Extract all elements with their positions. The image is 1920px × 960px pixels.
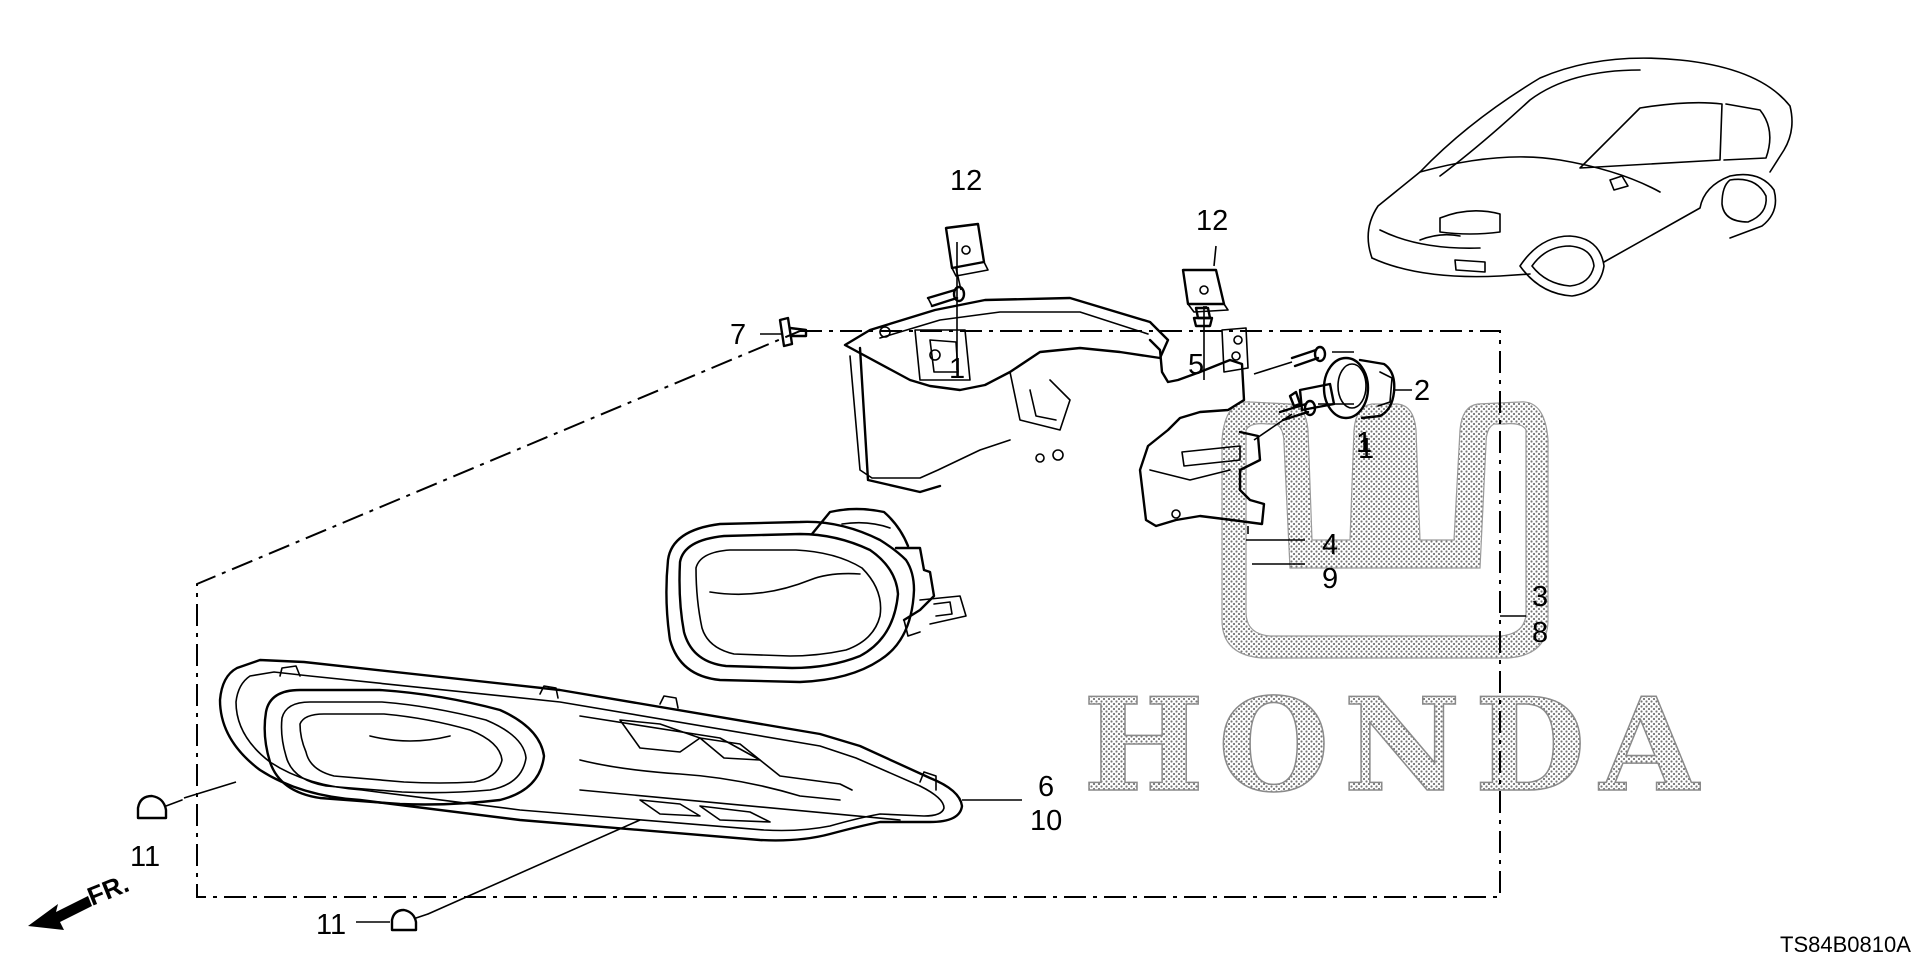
diagram-code: TS84B0810A (1780, 932, 1911, 957)
honda-watermark-text: HONDA (1083, 671, 1713, 821)
callout-12-left: 12 (950, 165, 982, 197)
honda-logo-watermark: HONDA (1082, 401, 1713, 822)
bolt-part-1-right-upper (1290, 345, 1327, 368)
callout-5: 5 (1188, 349, 1204, 381)
fog-light-garnish (218, 658, 964, 842)
callout-9: 9 (1322, 563, 1338, 595)
callout-12-center: 12 (1196, 205, 1228, 237)
callout-4: 4 (1322, 529, 1338, 561)
callout-2: 2 (1414, 375, 1430, 407)
clip-nut-upper-center (1181, 268, 1229, 313)
leader-lines (183, 242, 1526, 923)
callout-7: 7 (730, 319, 746, 351)
callout-8: 8 (1532, 617, 1548, 649)
callout-10: 10 (1030, 805, 1062, 837)
callout-6: 6 (1038, 771, 1054, 803)
screw-part-11-left (136, 794, 183, 820)
fog-light-bracket (843, 296, 1266, 528)
car-silhouette-icon (1367, 57, 1793, 297)
callout-11-left: 11 (130, 841, 160, 873)
callout-11-bottom: 11 (316, 909, 346, 941)
callout-1-right-lower: 1 (1356, 427, 1372, 459)
clip-part-7 (778, 316, 808, 348)
callout-3: 3 (1532, 581, 1548, 613)
screw-part-11-bottom (390, 908, 429, 932)
clip-nut-upper-left (944, 222, 989, 277)
callout-1-right-middle: 1 (1358, 433, 1374, 465)
front-direction-arrow-icon: FR. (28, 868, 133, 930)
bolt-part-1-top (926, 285, 966, 308)
fog-light-housing (665, 507, 967, 684)
assembly-boundary (196, 330, 1501, 898)
callout-1-top: 1 (949, 353, 965, 385)
